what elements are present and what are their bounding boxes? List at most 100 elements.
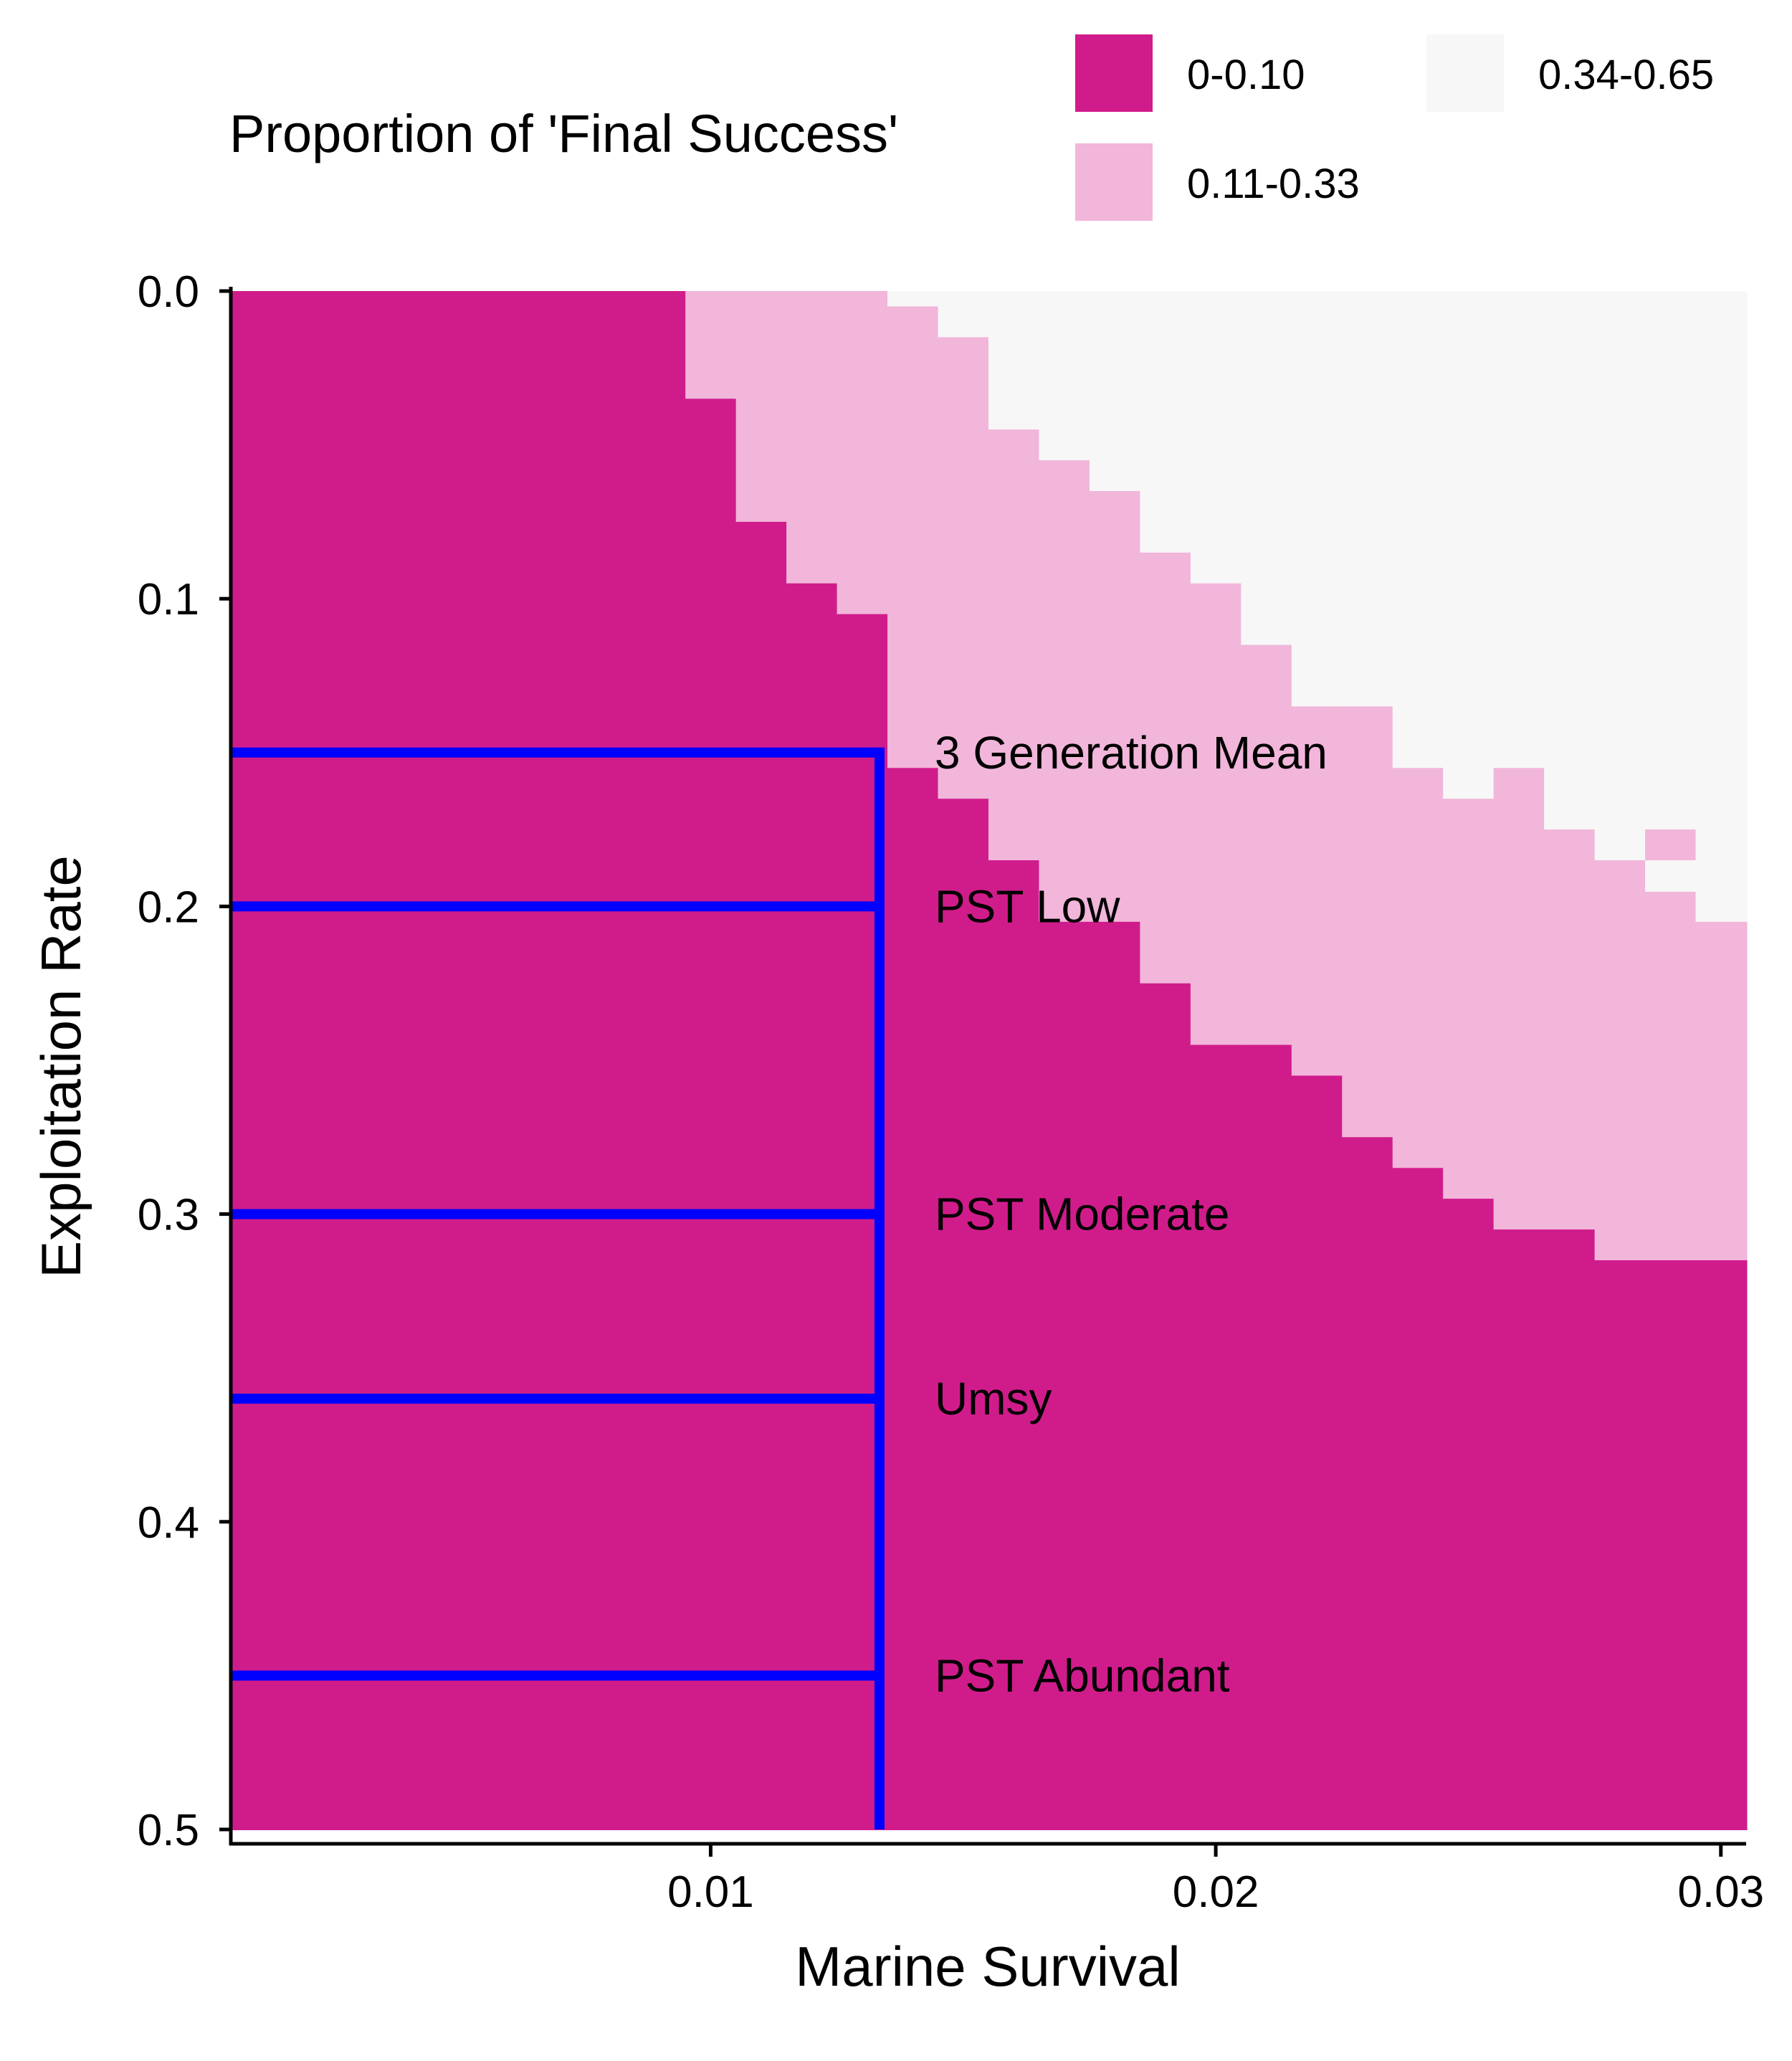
heatmap-band-high (1594, 291, 1646, 862)
heatmap-cells (231, 291, 1748, 1831)
y-tick-label: 0.4 (138, 1498, 199, 1548)
heatmap-band-high (1544, 291, 1596, 831)
heatmap-band-low (584, 291, 637, 1830)
heatmap-band-mid (1140, 552, 1192, 984)
heatmap-band-low (1190, 1044, 1242, 1830)
heatmap-band-mid (1493, 768, 1545, 1231)
reference-label: PST Moderate (935, 1189, 1229, 1240)
heatmap-band-low (1544, 1229, 1596, 1830)
heatmap-band-low (786, 583, 839, 1830)
heatmap-band-high (988, 291, 1040, 431)
heatmap-band-mid (685, 291, 738, 400)
heatmap-band-high (1645, 291, 1697, 831)
heatmap-band-high (1443, 291, 1495, 800)
y-axis-title: Exploitation Rate (29, 855, 92, 1278)
heatmap-band-mid (887, 306, 940, 769)
heatmap-band-low (887, 768, 940, 1830)
heatmap-band-mid (988, 429, 1040, 862)
legend-label: 0.34-0.65 (1538, 52, 1714, 98)
y-ticks: 0.0 0.1 0.2 0.3 0.4 0.5 (138, 267, 231, 1855)
heatmap-band-mid (1645, 829, 1697, 1261)
heatmap-band-low (331, 291, 383, 1830)
heatmap-band-mid (735, 291, 788, 523)
heatmap-band-mid (1039, 460, 1091, 923)
heatmap-band-mid (1291, 706, 1343, 1077)
heatmap-band-low (1645, 1260, 1697, 1830)
heatmap-band-high (1190, 291, 1242, 584)
heatmap-band-low (281, 291, 333, 1830)
legend-swatch (1075, 143, 1153, 221)
heatmap-band-mid (837, 291, 889, 615)
reference-lines (231, 747, 885, 1829)
heatmap-band-low (685, 399, 738, 1830)
heatmap-band-high (1089, 291, 1141, 492)
heatmap-band-high (1392, 291, 1444, 769)
legend-swatch (1075, 34, 1153, 112)
heatmap-band-high (1695, 291, 1748, 923)
x-tick-label: 0.03 (1677, 1867, 1764, 1917)
legend-label: 0.11-0.33 (1187, 161, 1360, 207)
heatmap-band-low (382, 291, 434, 1830)
x-ticks: 0.01 0.02 0.03 (667, 1844, 1764, 1917)
y-tick-label: 0.0 (138, 267, 199, 317)
legend-swatch (1426, 34, 1504, 112)
heatmap-band-low (1392, 1168, 1444, 1830)
heatmap-band-high (1039, 291, 1091, 462)
heatmap-band-low (1342, 1137, 1394, 1830)
heatmap-band-mid (786, 291, 839, 584)
heatmap-band-mid (1392, 768, 1444, 1169)
heatmap-band-low (938, 799, 990, 1830)
heatmap-band-mid (938, 337, 990, 800)
heatmap-band-low (432, 291, 485, 1830)
heatmap-band-high (1342, 291, 1394, 708)
heatmap-band-low (483, 291, 535, 1830)
heatmap-band-low (533, 291, 586, 1830)
heatmap-band-low (1039, 921, 1091, 1830)
heatmap-band-low (634, 291, 687, 1830)
heatmap-band-high (1291, 291, 1343, 708)
heatmap-cell (1645, 860, 1697, 892)
x-axis-title: Marine Survival (795, 1935, 1181, 1998)
heatmap-band-low (1241, 1044, 1293, 1830)
heatmap-band-low (231, 291, 282, 1830)
heatmap-band-mid (1342, 706, 1394, 1138)
heatmap-band-low (1089, 921, 1141, 1830)
heatmap-band-high (887, 291, 940, 308)
y-tick-label: 0.5 (138, 1806, 199, 1855)
legend-items: 0-0.10 0.11-0.33 0.34-0.65 (1075, 34, 1714, 221)
heatmap-band-low (1493, 1229, 1545, 1830)
y-tick-label: 0.3 (138, 1191, 199, 1240)
heatmap-band-mid (1695, 921, 1748, 1261)
x-tick-label: 0.02 (1173, 1867, 1259, 1917)
reference-label: PST Low (935, 880, 1120, 932)
heatmap-band-mid (1544, 829, 1596, 1231)
reference-label: Umsy (935, 1373, 1052, 1424)
heatmap-band-low (988, 860, 1040, 1830)
heatmap-band-mid (1190, 583, 1242, 1046)
axes: 0.0 0.1 0.2 0.3 0.4 0.5 0.01 0.02 0.03 (138, 267, 1764, 1917)
heatmap-band-mid (1443, 799, 1495, 1200)
heatmap-band-mid (1089, 490, 1141, 923)
heatmap-band-high (1241, 291, 1293, 646)
heatmap-band-mid (1594, 860, 1646, 1261)
heatmap-band-low (735, 521, 788, 1830)
heatmap-band-low (1594, 1260, 1646, 1830)
heatmap-band-low (1291, 1075, 1343, 1830)
y-tick-label: 0.1 (138, 575, 199, 624)
heatmap-band-low (1140, 983, 1192, 1830)
heatmap-band-high (938, 291, 990, 338)
heatmap-band-low (1695, 1260, 1748, 1830)
legend-title: Proportion of 'Final Success' (229, 104, 898, 163)
x-tick-label: 0.01 (667, 1867, 754, 1917)
reference-label: PST Abundant (935, 1650, 1230, 1701)
heatmap-band-high (1493, 291, 1545, 769)
heatmap-band-high (1140, 291, 1192, 553)
legend-label: 0-0.10 (1187, 52, 1305, 98)
legend: Proportion of 'Final Success' 0-0.10 0.11… (229, 34, 1714, 221)
heatmap-band-mid (1241, 644, 1293, 1046)
reference-label: 3 Generation Mean (935, 727, 1328, 779)
y-tick-label: 0.2 (138, 882, 199, 932)
heatmap-band-low (1443, 1199, 1495, 1830)
